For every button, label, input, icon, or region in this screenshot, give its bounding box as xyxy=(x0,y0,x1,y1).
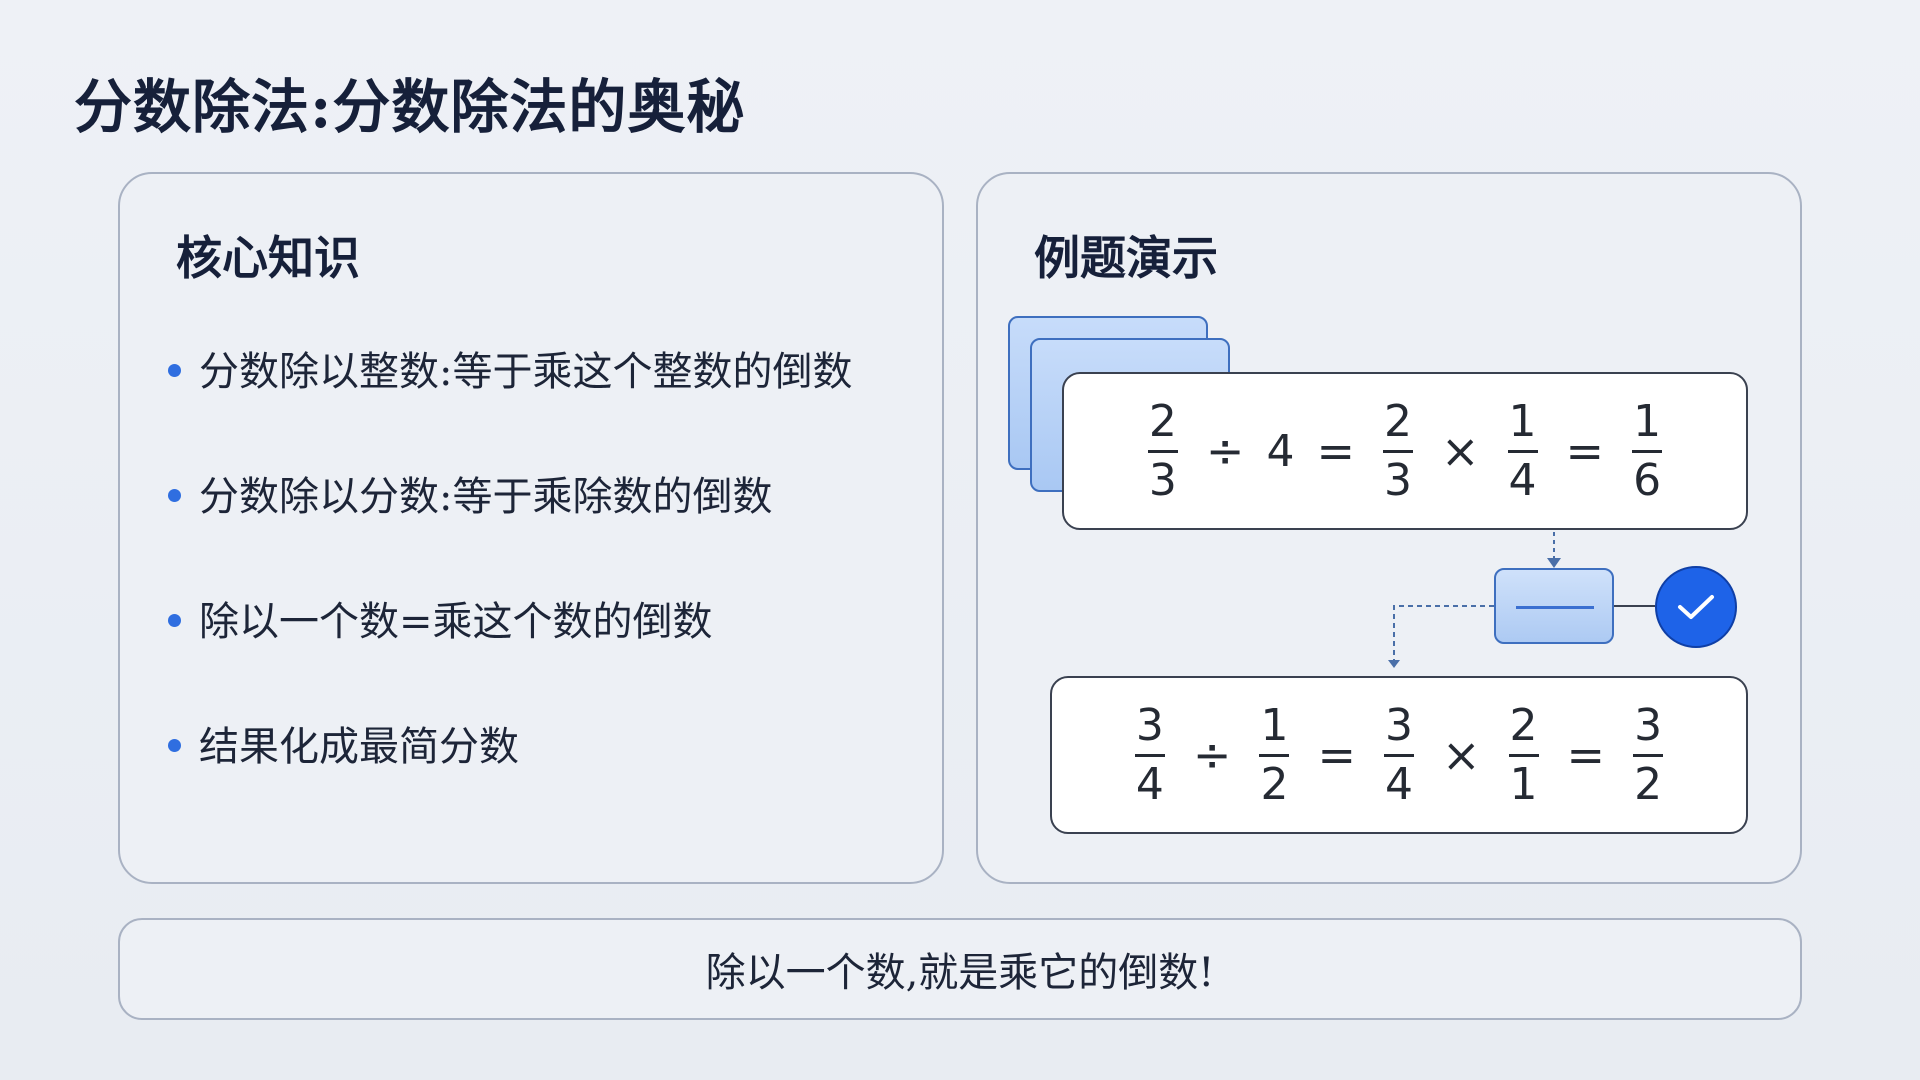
fraction-bar xyxy=(1259,753,1290,757)
fraction: 2 3 xyxy=(1147,395,1178,507)
fraction-bar xyxy=(1507,449,1538,453)
example-equation-2: 3 4 ÷ 1 2 = 3 4 × 2 1 = 3 2 xyxy=(1050,676,1748,834)
equals-sign: = xyxy=(1316,424,1355,478)
fraction-bar-icon xyxy=(1516,606,1594,609)
fraction: 2 3 xyxy=(1383,396,1413,507)
checkmark-icon xyxy=(1655,566,1737,648)
multiply-sign: × xyxy=(1441,424,1480,478)
core-knowledge-heading: 核心知识 xyxy=(176,231,360,285)
numerator: 3 xyxy=(1135,699,1164,751)
fraction: 1 2 xyxy=(1259,699,1290,811)
fraction-bar xyxy=(1147,449,1178,453)
numerator: 3 xyxy=(1634,699,1663,751)
fraction-bar xyxy=(1632,449,1663,453)
summary-text: 除以一个数,就是乘它的倒数! xyxy=(705,950,1215,996)
whole-number: 4 xyxy=(1266,425,1295,477)
denominator: 3 xyxy=(1384,454,1412,506)
fraction: 3 4 xyxy=(1134,699,1165,811)
fraction-bar xyxy=(1383,449,1413,453)
numerator: 1 xyxy=(1508,395,1537,447)
divide-sign: ÷ xyxy=(1192,728,1232,782)
denominator: 2 xyxy=(1260,758,1289,810)
numerator: 1 xyxy=(1633,395,1662,447)
denominator: 3 xyxy=(1148,454,1177,506)
list-item: 结果化成最简分数 xyxy=(168,719,852,844)
fraction-bar xyxy=(1384,753,1414,757)
fraction-bar xyxy=(1508,753,1539,757)
equals-sign: = xyxy=(1565,424,1605,478)
example-heading: 例题演示 xyxy=(1034,231,1218,285)
bullet-dot-icon xyxy=(168,364,181,377)
step-indicator-box xyxy=(1494,568,1614,644)
equals-sign: = xyxy=(1566,728,1606,782)
summary-banner: 除以一个数,就是乘它的倒数! xyxy=(118,918,1802,1020)
fraction: 1 4 xyxy=(1507,395,1538,507)
bullet-text: 结果化成最简分数 xyxy=(199,724,519,770)
multiply-sign: × xyxy=(1442,728,1481,782)
bullet-dot-icon xyxy=(168,739,181,752)
bullet-dot-icon xyxy=(168,614,181,627)
numerator: 2 xyxy=(1148,395,1177,447)
fraction-bar xyxy=(1134,753,1165,757)
example-equation-1: 2 3 ÷ 4 = 2 3 × 1 4 = 1 6 xyxy=(1062,372,1748,530)
bullet-text: 除以一个数=乘这个数的倒数 xyxy=(199,599,713,645)
fraction: 2 1 xyxy=(1508,699,1539,811)
denominator: 4 xyxy=(1508,454,1537,506)
page-title: 分数除法:分数除法的奥秘 xyxy=(74,73,746,141)
list-item: 除以一个数=乘这个数的倒数 xyxy=(168,594,852,719)
fraction: 3 4 xyxy=(1384,700,1414,811)
numerator: 1 xyxy=(1260,699,1289,751)
denominator: 4 xyxy=(1135,758,1164,810)
equals-sign: = xyxy=(1317,728,1356,782)
divide-sign: ÷ xyxy=(1205,424,1245,478)
denominator: 6 xyxy=(1633,454,1662,506)
denominator: 4 xyxy=(1385,758,1413,810)
bullet-dot-icon xyxy=(168,489,181,502)
knowledge-list: 分数除以整数:等于乘这个整数的倒数 分数除以分数:等于乘除数的倒数 除以一个数=… xyxy=(168,344,852,844)
denominator: 1 xyxy=(1509,758,1538,810)
fraction-bar xyxy=(1633,753,1664,757)
example-panel: 例题演示 2 3 ÷ 4 = 2 3 × 1 4 = 1 xyxy=(976,172,1802,884)
result-fraction: 1 6 xyxy=(1632,395,1663,507)
list-item: 分数除以整数:等于乘这个整数的倒数 xyxy=(168,344,852,469)
bullet-text: 分数除以整数:等于乘这个整数的倒数 xyxy=(199,349,853,395)
checkmark-glyph xyxy=(1678,595,1714,619)
core-knowledge-panel: 核心知识 分数除以整数:等于乘这个整数的倒数 分数除以分数:等于乘除数的倒数 除… xyxy=(118,172,944,884)
list-item: 分数除以分数:等于乘除数的倒数 xyxy=(168,469,852,594)
numerator: 2 xyxy=(1509,699,1538,751)
numerator: 3 xyxy=(1385,699,1413,751)
bullet-text: 分数除以分数:等于乘除数的倒数 xyxy=(199,474,773,520)
numerator: 2 xyxy=(1384,395,1412,447)
denominator: 2 xyxy=(1634,758,1663,810)
result-fraction: 3 2 xyxy=(1633,699,1664,811)
